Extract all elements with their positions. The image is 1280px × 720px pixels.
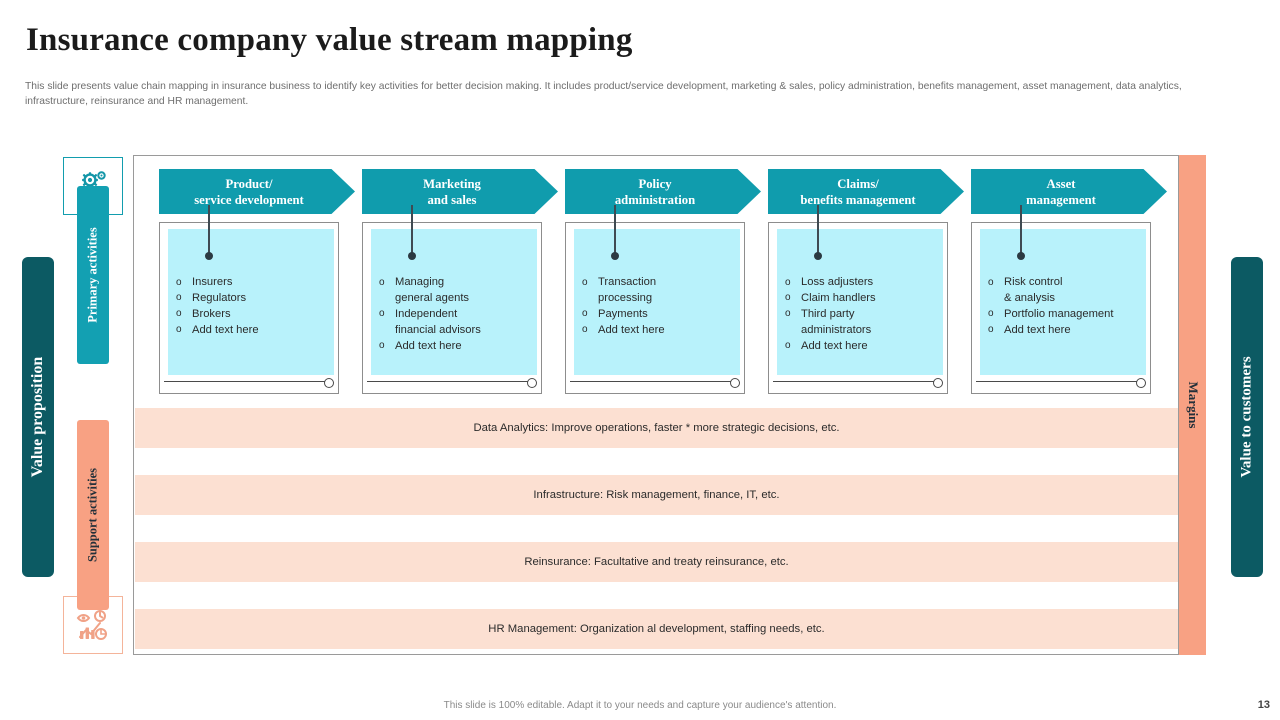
column-product-service-development: Product/ service development Insurers Re… (159, 169, 355, 394)
list-item: Add text here (988, 322, 1144, 339)
footer-note: This slide is 100% editable. Adapt it to… (443, 700, 837, 711)
margins-bar: Margins (1179, 155, 1206, 655)
support-activities-rail: Support activities (77, 420, 109, 610)
column-header-chevron[interactable]: Product/ service development (159, 169, 355, 214)
primary-activities-label: Primary activities (85, 227, 100, 323)
support-band-infrastructure[interactable]: Infrastructure: Risk management, finance… (135, 475, 1178, 515)
analytics-chart-icon (76, 609, 110, 641)
column-header-chevron[interactable]: Asset management (971, 169, 1167, 214)
list-item: Loss adjusters (785, 275, 941, 291)
list-item: Transaction processing (582, 275, 738, 307)
primary-activities-rail: Primary activities (77, 186, 109, 364)
box-footer-line (976, 377, 1146, 388)
support-band-data-analytics[interactable]: Data Analytics: Improve operations, fast… (135, 408, 1178, 448)
column-title-line2: service development (194, 192, 304, 207)
list-item: Portfolio management (988, 306, 1144, 323)
support-band-hr-management[interactable]: HR Management: Organization al developme… (135, 609, 1178, 649)
value-chain-frame: Product/ service development Insurers Re… (133, 155, 1179, 655)
column-title-line1: Marketing (423, 176, 481, 191)
list-item: Add text here (582, 322, 738, 339)
list-item: Brokers (176, 306, 332, 323)
list-item: Managing general agents (379, 275, 535, 307)
connector-stem (1017, 205, 1024, 260)
column-bullet-list: Managing general agents Independent fina… (379, 275, 535, 355)
column-policy-administration: Policy administration Transaction proces… (565, 169, 761, 394)
value-to-customers-label: Value to customers (1238, 356, 1255, 478)
list-item: Risk control & analysis (988, 275, 1144, 307)
list-item: Regulators (176, 290, 332, 307)
column-title-line2: management (1026, 192, 1096, 207)
list-item: Insurers (176, 275, 332, 291)
column-title-line2: administration (614, 192, 696, 207)
column-title-line1: Policy (638, 176, 672, 191)
box-footer-line (773, 377, 943, 388)
page-title: Insurance company value stream mapping (26, 22, 633, 58)
list-item: Independent financial advisors (379, 306, 535, 339)
connector-stem (611, 205, 618, 260)
margins-label: Margins (1185, 381, 1201, 429)
connector-stem (814, 205, 821, 260)
column-header-chevron[interactable]: Policy administration (565, 169, 761, 214)
column-asset-management: Asset management Risk control & analysis… (971, 169, 1167, 394)
column-content-box: Loss adjusters Claim handlers Third part… (768, 205, 948, 394)
connector-stem (205, 205, 212, 260)
page-subtitle: This slide presents value chain mapping … (25, 81, 1182, 107)
column-title-line1: Claims/ (837, 176, 879, 191)
list-item: Add text here (785, 338, 941, 355)
value-proposition-rail: Value proposition (22, 257, 54, 577)
list-item: Add text here (176, 322, 332, 339)
column-content-box: Insurers Regulators Brokers Add text her… (159, 205, 339, 394)
support-band-reinsurance[interactable]: Reinsurance: Facultative and treaty rein… (135, 542, 1178, 582)
list-item: Claim handlers (785, 290, 941, 307)
connector-stem (408, 205, 415, 260)
column-title-line1: Product/ (225, 176, 273, 191)
value-to-customers-rail: Value to customers (1231, 257, 1263, 577)
list-item: Payments (582, 306, 738, 323)
column-claims-benefits-management: Claims/ benefits management Loss adjuste… (768, 169, 964, 394)
column-bullet-list: Transaction processing Payments Add text… (582, 275, 738, 339)
column-bullet-list: Loss adjusters Claim handlers Third part… (785, 275, 941, 355)
box-footer-line (570, 377, 740, 388)
page-number: 13 (1257, 699, 1270, 711)
list-item: Add text here (379, 338, 535, 355)
column-bullet-list: Risk control & analysis Portfolio manage… (988, 275, 1144, 339)
column-marketing-and-sales: Marketing and sales Managing general age… (362, 169, 558, 394)
primary-activity-columns: Product/ service development Insurers Re… (134, 156, 1178, 654)
column-header-chevron[interactable]: Claims/ benefits management (768, 169, 964, 214)
column-title-line2: and sales (427, 192, 477, 207)
box-footer-line (367, 377, 537, 388)
column-title-line2: benefits management (800, 192, 916, 207)
list-item: Third party administrators (785, 306, 941, 339)
column-title-line1: Asset (1046, 176, 1076, 191)
value-proposition-label: Value proposition (29, 356, 46, 478)
column-content-box: Transaction processing Payments Add text… (565, 205, 745, 394)
column-content-box: Managing general agents Independent fina… (362, 205, 542, 394)
column-bullet-list: Insurers Regulators Brokers Add text her… (176, 275, 332, 339)
support-activities-label: Support activities (85, 467, 100, 563)
column-content-box: Risk control & analysis Portfolio manage… (971, 205, 1151, 394)
column-header-chevron[interactable]: Marketing and sales (362, 169, 558, 214)
box-footer-line (164, 377, 334, 388)
